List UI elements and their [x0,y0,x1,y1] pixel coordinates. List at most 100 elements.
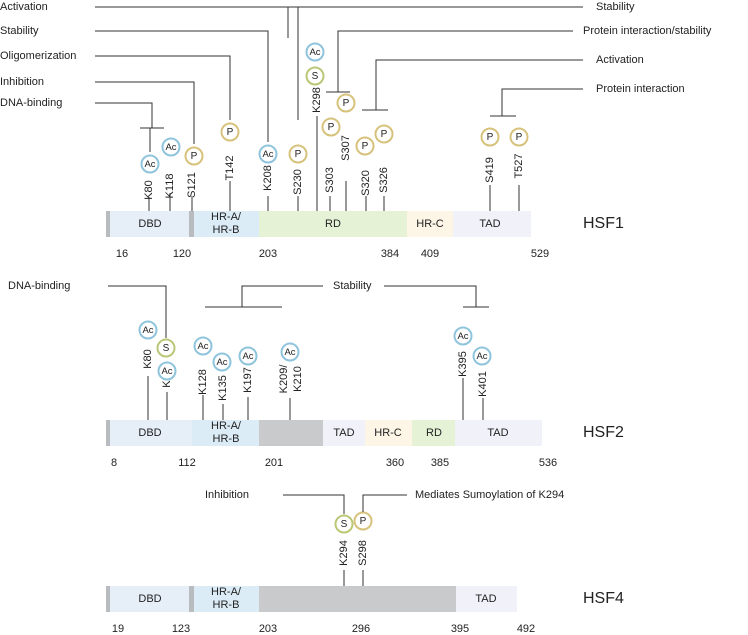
residue-site-label: S419 [484,157,496,183]
domain-bar-hsf2 [106,420,542,446]
residue-site-label: S326 [378,167,390,193]
ac-badge-icon [212,352,232,372]
domain-segment [453,211,531,237]
residue-site-label: K294 [338,540,350,566]
protein-name-hsf2: HSF2 [583,424,624,441]
domain-label-rd: RD [325,218,341,230]
ptm-p-label: P [295,149,302,160]
s-badge-icon [156,338,176,358]
p-badge-icon [353,511,373,531]
ptm-ac-label: Ac [457,331,468,342]
bracket-line [501,88,583,116]
domain-label-tad2: TAD [487,427,508,439]
function-label-oligomerization: Oligomerization [0,50,76,62]
ptm-s-label: S [312,71,319,82]
domain-segment [189,586,194,612]
bracket-line [95,55,231,120]
residue-site-label: T527 [513,153,525,178]
bracket-line [95,30,269,142]
ac-badge-icon [157,361,177,381]
residue-site-label: S303 [324,167,336,193]
domain-segment [189,211,194,237]
domain-label-hr: HR-B [213,224,240,236]
function-label-activation-right: Activation [596,54,644,66]
ptm-ac-label: Ac [197,341,208,352]
bracket-line [287,6,583,38]
domain-label-hr: HR-A/ [211,211,242,223]
function-label-inhibition-hsf4: Inhibition [205,489,249,501]
function-label-protein-interaction-stability: Protein interaction/stability [583,25,712,37]
ptm-p-label: P [227,127,234,138]
domain-label-dbd: DBD [138,218,161,230]
domain-label-rd: RD [426,427,442,439]
domain-segment [110,211,189,237]
bracket-line [337,30,573,92]
domain-segment [110,586,189,612]
residue-number: 203 [259,248,277,260]
ptm-p-label: P [362,141,369,152]
domain-label-tad1: TAD [333,427,354,439]
function-label-protein-interaction: Protein interaction [596,83,685,95]
domain-segment [456,586,517,612]
p-badge-icon [355,136,375,156]
bracket-line [95,102,153,128]
residue-number: 8 [111,457,117,469]
domain-label-hr: HR-A/ [211,420,242,432]
ptm-s-label: S [341,519,348,530]
residue-site-label: K80 [142,349,154,369]
residue-number: 409 [421,248,439,260]
domain-segment [323,420,365,446]
ptm-ac-label: Ac [262,149,273,160]
ptm-p-label: P [516,132,523,143]
bracket-line [362,494,407,512]
p-badge-icon [184,146,204,166]
ac-badge-icon [258,144,278,164]
bracket-line [384,285,477,307]
ptm-p-label: P [360,516,367,527]
residue-site-label: K395 [457,351,469,377]
residue-number: 123 [172,623,190,635]
residue-site-label: S121 [186,172,198,198]
domain-segment [407,211,453,237]
residue-number: 395 [451,623,469,635]
domain-segment [365,420,412,446]
ptm-p-label: P [343,98,350,109]
domain-label-hr: HR-B [213,433,240,445]
s-badge-icon [334,514,354,534]
protein-name-hsf1: HSF1 [583,215,624,232]
domain-segment [412,420,455,446]
ac-badge-icon [453,326,473,346]
domain-label-tad: TAD [475,593,496,605]
residue-number: 201 [265,457,283,469]
ac-badge-icon [305,42,325,62]
residue-site-label: K209/ [278,364,290,394]
ptm-p-label: P [328,122,335,133]
function-label-stability-hsf2: Stability [333,280,372,292]
residue-site-label: S320 [360,170,372,196]
bracket-line [108,285,167,338]
residue-number: 536 [539,457,557,469]
ac-badge-icon [140,154,160,174]
ac-badge-icon [193,336,213,356]
ptm-ac-label: Ac [309,47,320,58]
domain-segment [259,211,407,237]
residue-number: 112 [178,457,196,469]
domain-bar-hsf1 [106,211,531,237]
ac-badge-icon [138,320,158,340]
residue-site-label: S230 [292,169,304,195]
domain-segment [455,420,542,446]
ptm-ac-label: Ac [242,351,253,362]
function-label-inhibition: Inhibition [0,76,44,88]
residue-number: 529 [531,248,549,260]
p-badge-icon [321,117,341,137]
ac-badge-icon [472,346,492,366]
ptm-ac-label: Ac [144,159,155,170]
residue-site-label: K118 [164,174,176,199]
function-label-sumoylation: Mediates Sumoylation of K294 [415,489,564,501]
domain-segment [194,586,259,612]
p-badge-icon [220,122,240,142]
ptm-ac-label: Ac [284,347,295,358]
function-label-dna-binding-hsf2: DNA-binding [8,280,70,292]
function-label-stability-right: Stability [596,1,635,13]
